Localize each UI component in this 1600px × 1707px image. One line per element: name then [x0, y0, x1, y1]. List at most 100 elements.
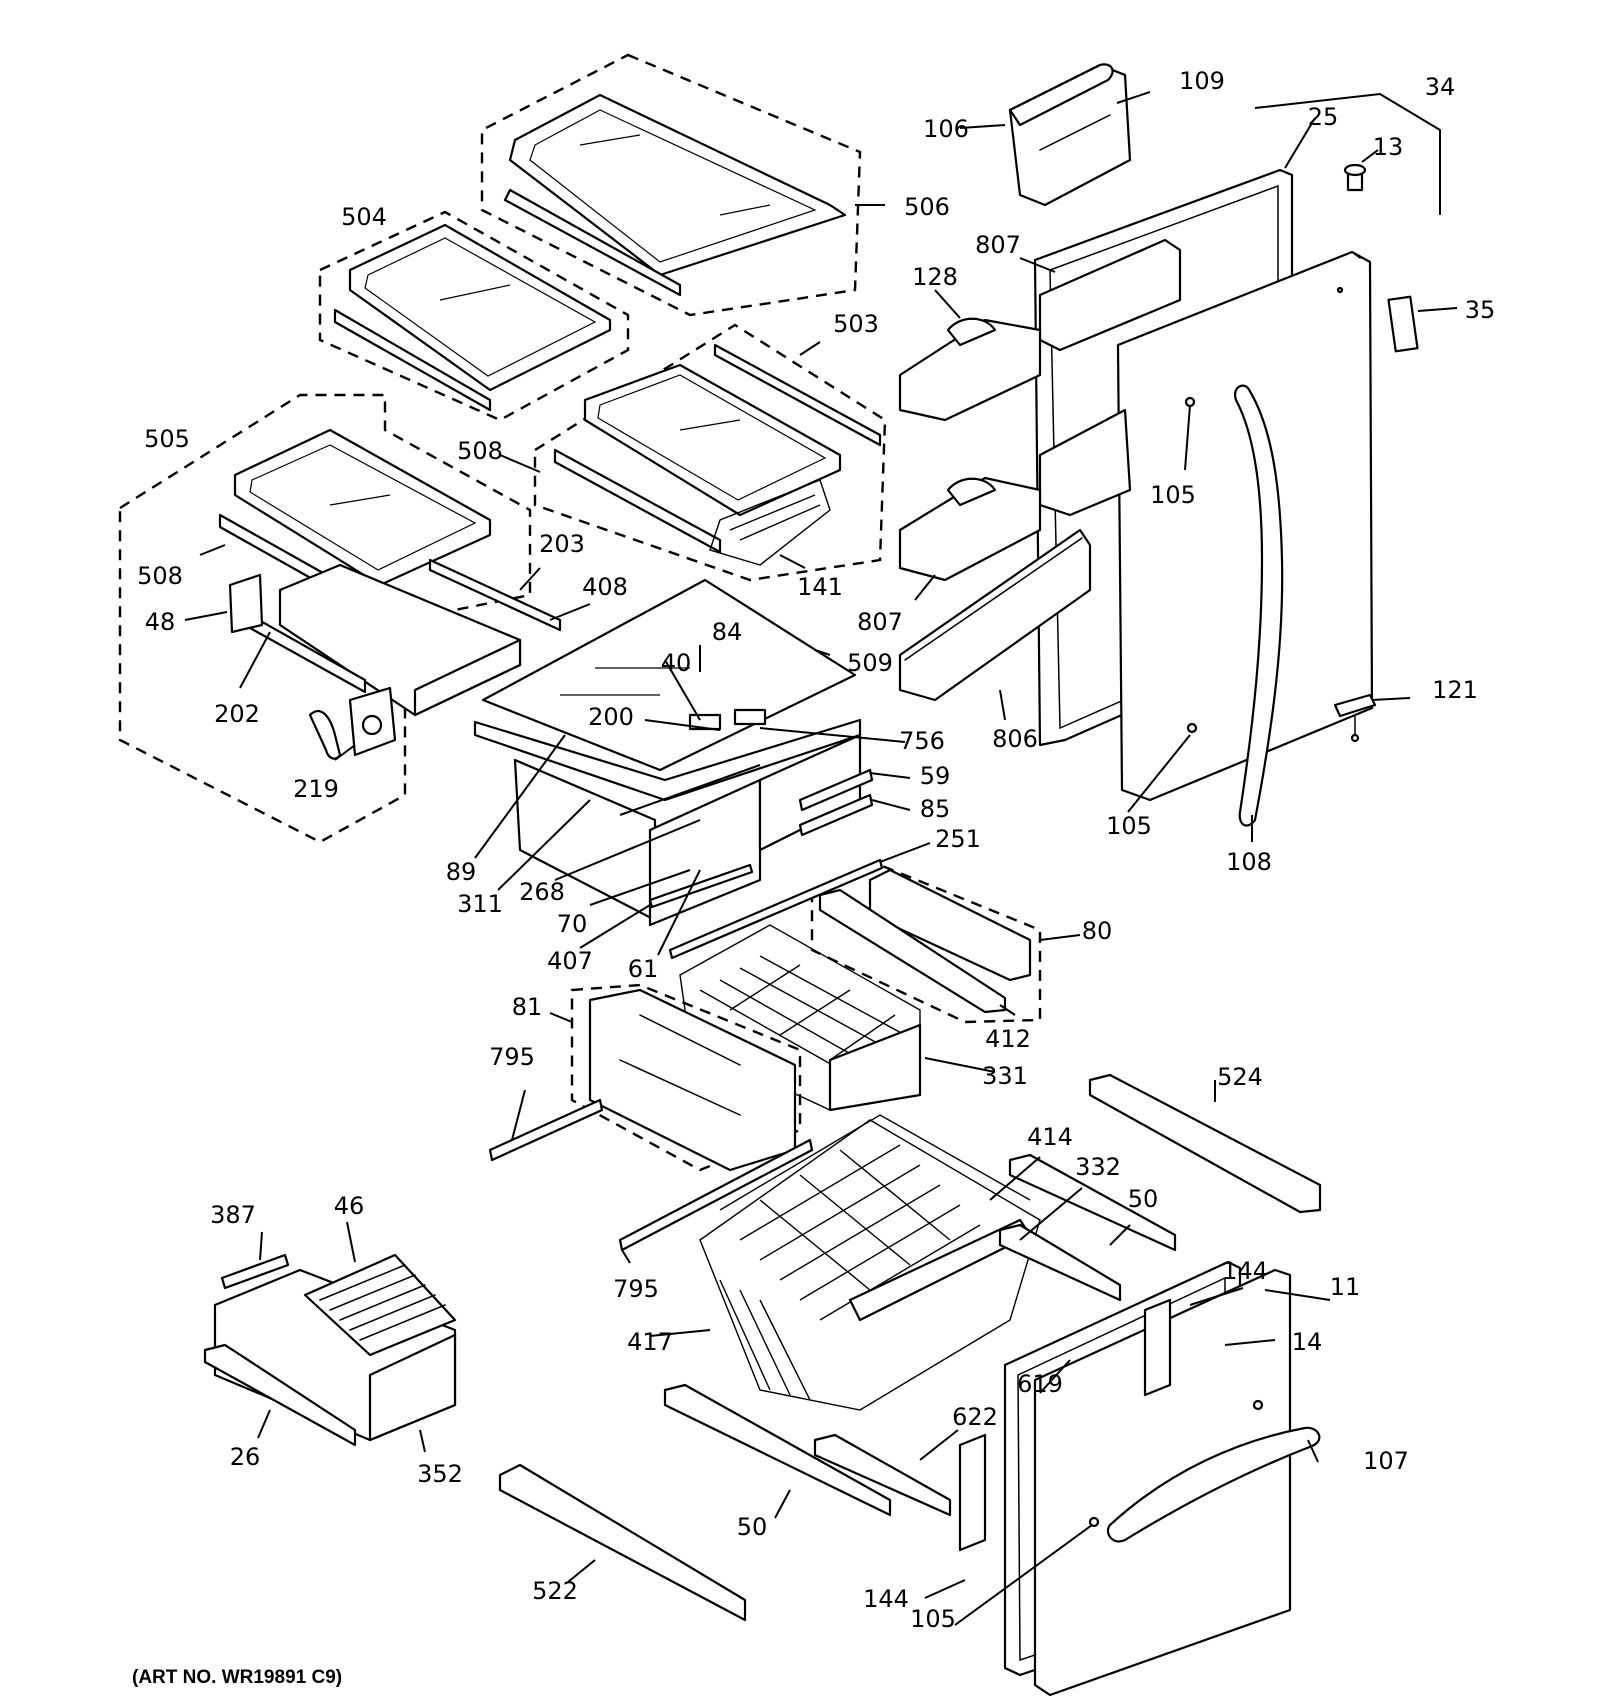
group-outline-504 — [318, 210, 630, 422]
callout-40: 40 — [661, 649, 692, 677]
callout-128: 128 — [912, 263, 958, 291]
callout-105-lower: 105 — [910, 1605, 956, 1633]
door-hole — [1336, 286, 1344, 294]
group-outline-80 — [810, 863, 1042, 1024]
callout-59: 59 — [920, 762, 951, 790]
callout-807-upper: 807 — [975, 231, 1021, 259]
callout-107: 107 — [1363, 1447, 1409, 1475]
ice-bin-rail-26 — [203, 1343, 357, 1447]
callout-417: 417 — [627, 1328, 673, 1356]
callout-84: 84 — [712, 618, 743, 646]
callout-144-lower: 144 — [863, 1585, 909, 1613]
door-screw-upper — [1184, 396, 1196, 408]
callout-203: 203 — [539, 530, 585, 558]
freezer-handle-107 — [1106, 1426, 1321, 1543]
callout-labels: 109 106 34 25 13 35 506 504 807 128 503 … — [137, 67, 1495, 1633]
callout-332: 332 — [1075, 1153, 1121, 1181]
callout-352: 352 — [417, 1460, 463, 1488]
fresh-food-door — [1116, 250, 1374, 802]
rail-524 — [1088, 1073, 1322, 1214]
callout-414: 414 — [1027, 1123, 1073, 1151]
callout-251: 251 — [935, 825, 981, 853]
basket-331-front — [828, 1023, 922, 1112]
art-number: (ART NO. WR19891 C9) — [132, 1667, 342, 1688]
shelf-503-rail — [553, 448, 722, 554]
callout-144-upper: 144 — [1222, 1257, 1268, 1285]
callout-756: 756 — [899, 727, 945, 755]
callout-105-middle: 105 — [1106, 812, 1152, 840]
shelf-504 — [333, 223, 612, 412]
snack-pan — [278, 563, 522, 717]
ice-scoop-387 — [220, 1253, 290, 1290]
shelf-503-back-rail — [713, 343, 882, 447]
hinge-121 — [1333, 693, 1377, 743]
shelf-506-rail — [503, 188, 682, 297]
callout-61: 61 — [628, 955, 659, 983]
rail-412 — [818, 888, 1007, 1014]
leader-lines — [184, 91, 1458, 1626]
callout-50-lower: 50 — [737, 1513, 768, 1541]
callout-619: 619 — [1017, 1370, 1063, 1398]
door-label-35 — [1387, 295, 1419, 353]
callout-509: 509 — [847, 649, 893, 677]
callout-26: 26 — [230, 1443, 261, 1471]
callout-807-lower: 807 — [857, 608, 903, 636]
callout-11: 11 — [1330, 1273, 1361, 1301]
rail-203 — [428, 558, 562, 632]
dairy-bin-109 — [1008, 63, 1132, 207]
door-plug-13 — [1343, 163, 1367, 192]
callout-508-lower: 508 — [137, 562, 183, 590]
wine-rack-141 — [709, 479, 831, 566]
callout-387: 387 — [210, 1201, 256, 1229]
callout-106: 106 — [923, 115, 969, 143]
callout-622: 622 — [952, 1403, 998, 1431]
callout-508-upper: 508 — [457, 437, 503, 465]
callout-13: 13 — [1373, 133, 1404, 161]
callout-522: 522 — [532, 1577, 578, 1605]
rail-795-lower — [618, 1138, 814, 1252]
callout-85: 85 — [920, 795, 951, 823]
rail-407 — [648, 863, 754, 909]
rail-85 — [798, 793, 874, 837]
bracket-48 — [228, 573, 264, 634]
rail-522 — [498, 1463, 747, 1622]
callout-202: 202 — [214, 700, 260, 728]
callout-412: 412 — [985, 1025, 1031, 1053]
slide-bracket-144 — [958, 1298, 1172, 1552]
callout-50-upper: 50 — [1128, 1185, 1159, 1213]
door-bin-806 — [898, 528, 1092, 702]
group-outline-505 — [118, 393, 532, 844]
group-outline-503 — [533, 323, 887, 582]
callout-121: 121 — [1432, 676, 1478, 704]
callout-331: 331 — [982, 1062, 1028, 1090]
callout-46: 46 — [334, 1192, 365, 1220]
rail-622 — [813, 1433, 952, 1517]
crisper-pan-311 — [513, 758, 762, 927]
callout-141: 141 — [797, 573, 843, 601]
shelf-506 — [503, 93, 847, 297]
callout-81: 81 — [512, 993, 543, 1021]
freezer-door-screw-lower — [1088, 1516, 1100, 1528]
callout-504: 504 — [341, 203, 387, 231]
callout-311: 311 — [457, 890, 503, 918]
callout-408: 408 — [582, 573, 628, 601]
bracket-219 — [308, 686, 397, 760]
callout-503: 503 — [833, 310, 879, 338]
rail-50-lower — [663, 1383, 892, 1517]
callout-109: 109 — [1179, 67, 1225, 95]
callout-108: 108 — [1226, 848, 1272, 876]
callout-25: 25 — [1308, 103, 1339, 131]
group-outline-506 — [480, 53, 862, 317]
callout-795-upper: 795 — [489, 1043, 535, 1071]
callout-70: 70 — [557, 910, 588, 938]
rail-268 — [619, 764, 761, 816]
rail-59 — [798, 768, 874, 812]
callout-35: 35 — [1465, 296, 1496, 324]
crisper-pan-front — [648, 778, 762, 927]
callout-268: 268 — [519, 878, 565, 906]
callout-80: 80 — [1082, 917, 1113, 945]
door-bin-128 — [898, 317, 1042, 422]
callout-407: 407 — [547, 947, 593, 975]
freezer-door-screw-upper — [1252, 1399, 1264, 1411]
